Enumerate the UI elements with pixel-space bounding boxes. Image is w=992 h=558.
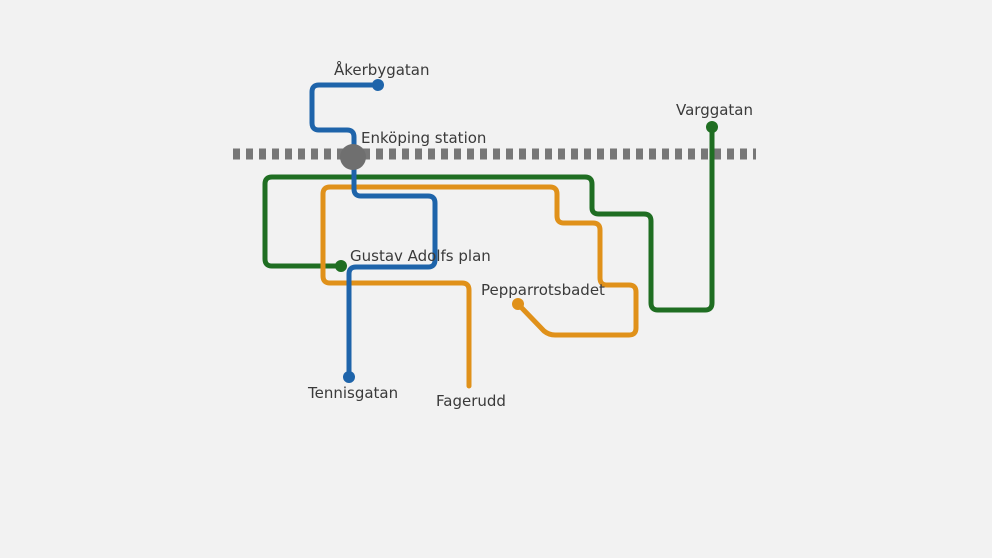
pepparrotsbadet-stop-dot[interactable] [512,298,524,310]
gustav-adolfs-plan-label: Gustav Adolfs plan [350,247,491,265]
pepparrotsbadet-label: Pepparrotsbadet [481,281,605,299]
green-route-line[interactable] [262,124,715,313]
blue-route-line[interactable] [309,82,438,380]
varggatan-stop-dot[interactable] [706,121,718,133]
tennisgatan-stop-dot[interactable] [343,371,355,383]
tennisgatan-label: Tennisgatan [307,384,398,402]
orange-route-line[interactable] [320,184,639,389]
enkoping-station-label: Enköping station [361,129,486,147]
akerbygatan-label: Åkerbygatan [334,60,430,79]
varggatan-label: Varggatan [676,101,753,119]
akerbygatan-stop-dot[interactable] [372,79,384,91]
enkoping-station-marker[interactable] [340,144,366,170]
fagerudd-label: Fagerudd [436,392,506,410]
gustav-adolfs-plan-stop-dot[interactable] [335,260,347,272]
